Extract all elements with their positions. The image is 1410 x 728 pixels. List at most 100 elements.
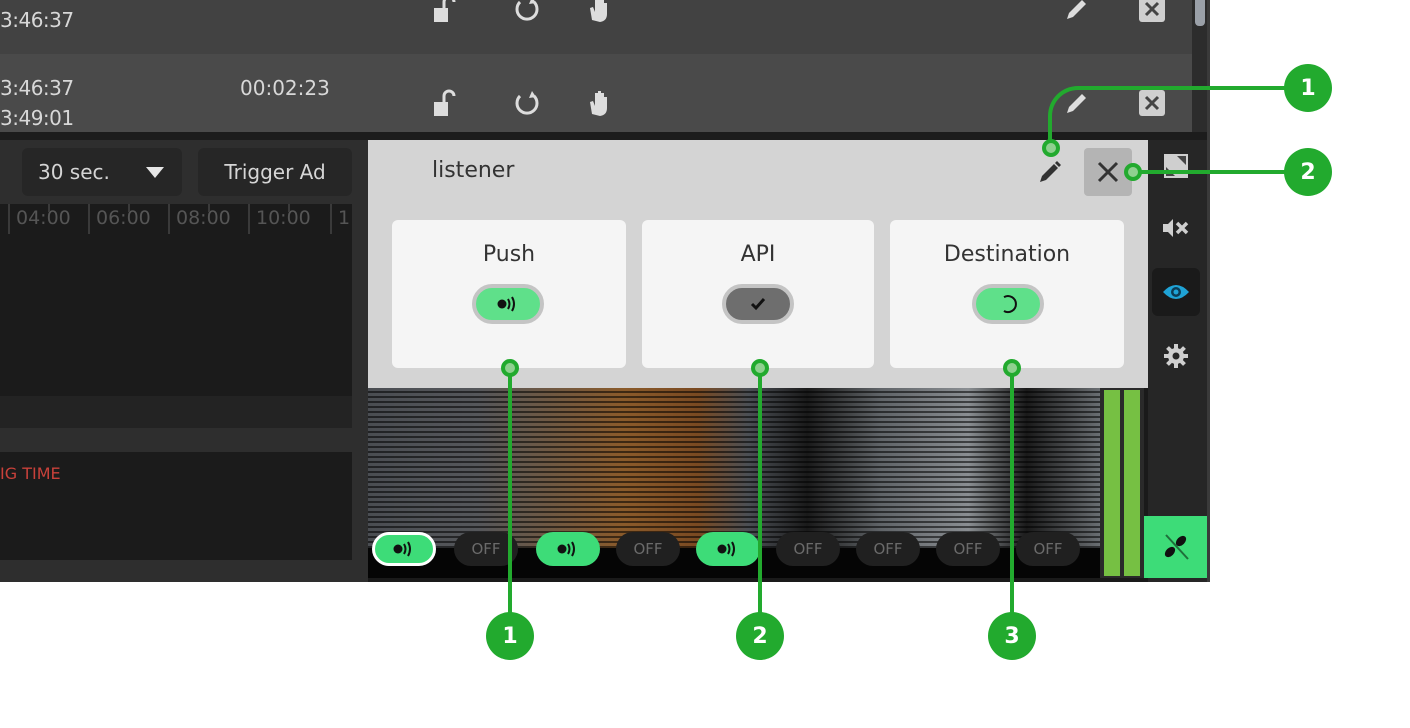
remote-toggle-button[interactable] [1144,516,1208,578]
pill-label: OFF [471,540,501,558]
edit-button[interactable] [1034,156,1066,188]
eye-button[interactable] [1152,268,1200,316]
source-pill-2[interactable]: OFF [454,532,518,566]
api-toggle[interactable] [722,284,794,324]
listener-popup: listener Push API Destination [368,140,1148,388]
hand-icon[interactable] [584,88,614,118]
callout-anchor [1003,359,1021,377]
source-pill-9[interactable]: OFF [1016,532,1080,566]
timeline[interactable]: 04:00 06:00 08:00 10:00 1 [0,204,352,396]
timeline-tick: 08:00 [168,204,231,234]
callout-line [1048,86,1288,142]
callout-line [1140,170,1290,174]
callout-badge-2: 2 [1284,148,1332,196]
expand-icon [1164,154,1188,178]
callout-badge-bottom-3: 3 [988,612,1036,660]
destination-toggle[interactable] [972,284,1044,324]
timeline-tick: 04:00 [8,204,71,234]
duration: 00:02:23 [240,76,330,100]
api-card: API [642,220,874,368]
list-row[interactable]: 3:46:37 [0,0,1192,54]
callout-badge-1: 1 [1284,64,1332,112]
broadcast-icon [557,541,575,557]
unlock-icon[interactable] [432,88,462,118]
timeline-minor-tick [288,204,290,212]
source-pill-5[interactable] [696,532,760,566]
pencil-icon [1040,161,1061,182]
broadcast-icon [497,296,515,312]
trigger-ad-button[interactable]: Trigger Ad [198,148,352,196]
trigger-ad-label: Trigger Ad [224,160,326,184]
timeline-minor-tick [48,204,50,212]
callout-line [758,370,762,615]
hand-icon[interactable] [584,0,614,24]
broadcast-icon [717,541,735,557]
log-message: IG TIME [0,464,61,483]
start-time: 3:46:37 [0,8,74,32]
callout-badge-bottom-1: 1 [486,612,534,660]
audio-meter-left [1104,390,1120,576]
pill-label: OFF [953,540,983,558]
source-pill-6[interactable]: OFF [776,532,840,566]
popup-title: listener [432,158,515,183]
timeline-minor-tick [208,204,210,212]
unlock-icon[interactable] [432,0,462,24]
timeline-footer [0,396,352,428]
pill-label: OFF [793,540,823,558]
list-scroll-thumb[interactable] [1195,0,1205,26]
broadcast-icon [393,541,411,557]
callout-line [508,370,512,615]
replay-icon[interactable] [512,88,542,118]
spinner-icon [1003,295,1017,314]
source-pill-8[interactable]: OFF [936,532,1000,566]
log-panel [0,452,352,560]
expand-button[interactable] [1152,142,1200,190]
close-box-icon[interactable] [1137,0,1167,24]
divider [0,132,1210,140]
pill-label: OFF [633,540,663,558]
callout-anchor [751,359,769,377]
close-box-icon[interactable] [1137,88,1167,118]
timeline-tick: 10:00 [248,204,311,234]
chevron-down-icon [146,167,164,178]
callout-line [1010,370,1014,615]
mute-icon [1163,219,1189,237]
mute-button[interactable] [1152,204,1200,252]
pencil-icon[interactable] [1062,0,1092,24]
pill-label: OFF [873,540,903,558]
timeline-tick: 06:00 [88,204,151,234]
duration-select[interactable]: 30 sec. [22,148,182,196]
right-toolbar [1148,140,1208,582]
source-pill-4[interactable]: OFF [616,532,680,566]
timeline-minor-tick [128,204,130,212]
start-time: 3:46:37 [0,76,74,100]
list-row[interactable]: 3:46:37 3:49:01 00:02:23 [0,54,1192,132]
app-window: 3:46:37 3:46:37 3:49:01 00:02:23 [0,0,1210,582]
source-pill-3[interactable] [536,532,600,566]
audio-meter-right [1124,390,1140,576]
video-preview[interactable]: OFF OFF OFF OFF OFF OFF [368,386,1100,578]
callout-anchor [1042,139,1060,157]
timeline-tick: 1 [330,204,350,234]
list-scrollbar[interactable] [1192,0,1208,132]
settings-button[interactable] [1152,332,1200,380]
source-pill-1[interactable] [372,532,436,566]
duration-select-value: 30 sec. [38,160,110,184]
event-list: 3:46:37 3:46:37 3:49:01 00:02:23 [0,0,1192,132]
destination-label: Destination [943,242,1071,267]
eye-icon [1163,285,1189,299]
callout-anchor [1124,163,1142,181]
remote-off-icon [1164,534,1189,560]
source-pill-7[interactable]: OFF [856,532,920,566]
callout-badge-bottom-2: 2 [736,612,784,660]
gear-icon [1164,344,1188,368]
replay-icon[interactable] [512,0,542,24]
close-icon [1097,161,1119,183]
pill-label: OFF [1033,540,1063,558]
end-time: 3:49:01 [0,106,74,130]
callout-anchor [501,359,519,377]
destination-card: Destination [890,220,1124,368]
check-icon [750,298,766,311]
frame-edge [1207,0,1210,582]
push-toggle[interactable] [472,284,544,324]
